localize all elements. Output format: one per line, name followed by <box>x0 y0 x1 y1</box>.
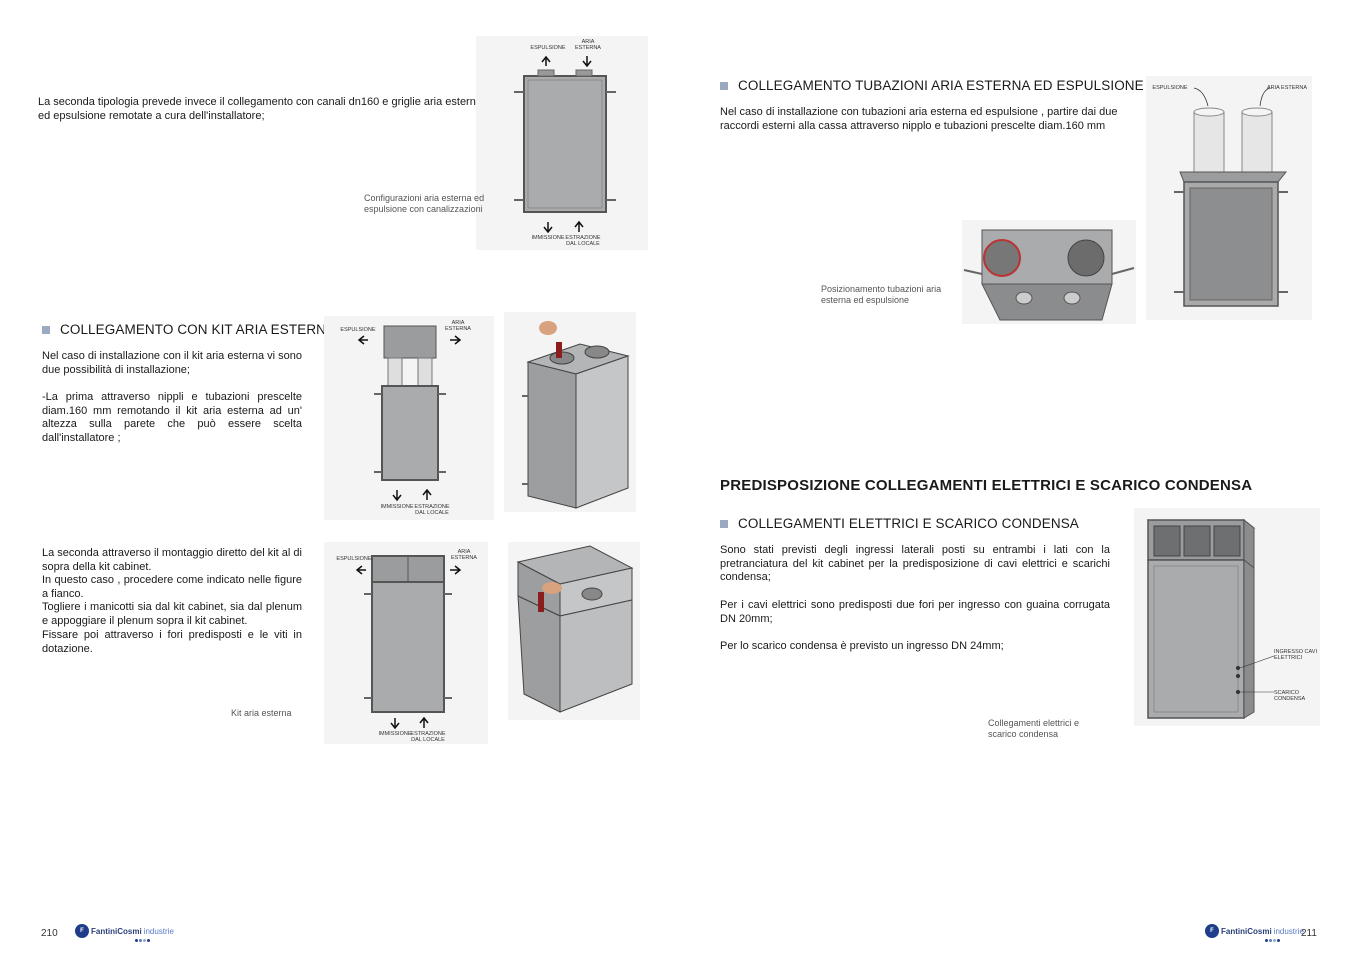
figure1-caption: Configurazioni aria esterna ed espulsion… <box>364 193 485 214</box>
figure-electrical-entries <box>1134 508 1320 726</box>
bullet-square-icon <box>42 325 50 334</box>
label-estrazione: ESTRAZIONE DAL LOCALE <box>410 731 446 743</box>
label-estrazione: ESTRAZIONE DAL LOCALE <box>565 235 601 247</box>
figure-tubes-cabinet <box>1146 76 1312 320</box>
elettrici-para-2: Per i cavi elettrici sono predisposti du… <box>720 599 1110 625</box>
tubazioni-caption: Posizionamento tubazioni aria esterna ed… <box>821 284 942 305</box>
elettrici-caption: Collegamenti elettrici e scarico condens… <box>988 718 1080 739</box>
label-estrazione: ESTRAZIONE DAL LOCALE <box>414 504 450 516</box>
label-espulsione: ESPULSIONE <box>336 556 372 562</box>
kit-para-3: La seconda attraverso il montaggio diret… <box>42 547 302 573</box>
logo-suffix: industrie <box>143 926 174 936</box>
brand-logo-right: F FantiniCosmi industrie <box>1205 924 1304 942</box>
figure-kit-3d-open <box>508 542 640 720</box>
label-espulsione: ESPULSIONE <box>340 327 376 333</box>
label-espulsione: ESPULSIONE <box>530 45 566 51</box>
kit-para-6: Fissare poi attraverso i fori predispost… <box>42 629 302 655</box>
logo-suffix: industrie <box>1273 926 1304 936</box>
logo-text: FantiniCosmi <box>1221 926 1272 936</box>
heading-text: COLLEGAMENTI ELETTRICI E SCARICO CONDENS… <box>738 516 1079 531</box>
section-heading-elettrici: COLLEGAMENTI ELETTRICI E SCARICO CONDENS… <box>720 516 1079 531</box>
cabinet-diagram-1 <box>514 55 616 234</box>
figure-kit-remote <box>324 316 494 520</box>
cabinet-diagram-3 <box>355 555 462 730</box>
kit-3d-drawing <box>516 545 634 713</box>
logo-mark-icon: F <box>1205 924 1219 938</box>
kit-para-5: Togliere i manicotti sia dal kit cabinet… <box>42 601 302 627</box>
label-aria-esterna: ARIA ESTERNA <box>451 549 477 561</box>
label-immissione: IMMISSIONE <box>380 504 414 510</box>
figure-kit-direct <box>324 542 488 744</box>
section-heading-kit: COLLEGAMENTO CON KIT ARIA ESTERNA <box>42 322 335 337</box>
elettrici-para-3: Per lo scarico condensa è previsto un in… <box>720 640 1004 652</box>
label-scarico-condensa: SCARICO CONDENSA <box>1274 690 1306 702</box>
logo-dots-icon <box>1265 939 1304 942</box>
cabinet-diagram-2 <box>357 325 462 502</box>
figure-cabinet-3d <box>504 312 636 512</box>
kit-para-1: Nel caso di installazione con il kit ari… <box>42 350 302 376</box>
label-immissione: IMMISSIONE <box>378 731 412 737</box>
label-aria-esterna: ARIA ESTERNA <box>575 39 601 51</box>
kit-para-4: In questo caso , procedere come indicato… <box>42 574 302 600</box>
page-number-left: 210 <box>41 928 58 939</box>
page-number-right: 211 <box>1301 928 1317 939</box>
kit-caption: Kit aria esterna <box>231 708 292 718</box>
figure-duct-configuration <box>476 36 648 250</box>
elettrici-para-1: Sono stati previsti degli ingressi later… <box>720 544 1110 584</box>
figure-fittings-top <box>962 220 1136 324</box>
logo-mark-icon: F <box>75 924 89 938</box>
fittings-top-drawing <box>963 229 1135 321</box>
heading-text: COLLEGAMENTO TUBAZIONI ARIA ESTERNA ED E… <box>738 78 1144 93</box>
intro-text: La seconda tipologia prevede invece il c… <box>38 96 482 122</box>
logo-text: FantiniCosmi <box>91 926 142 936</box>
label-espulsione: ESPULSIONE <box>1152 85 1188 91</box>
label-ingresso-cavi: INGRESSO CAVI ELETTRICI <box>1274 649 1317 661</box>
cabinet-3d-drawing <box>522 321 630 509</box>
section-heading-tubazioni: COLLEGAMENTO TUBAZIONI ARIA ESTERNA ED E… <box>720 78 1144 93</box>
brand-logo-left: F FantiniCosmi industrie <box>75 924 174 942</box>
heading-text: COLLEGAMENTO CON KIT ARIA ESTERNA <box>60 322 336 337</box>
label-aria-esterna: ARIA ESTERNA <box>445 320 471 332</box>
kit-para-2: -La prima attraverso nippli e tubazioni … <box>42 391 302 444</box>
bullet-square-icon <box>720 81 728 90</box>
label-aria-esterna: ARIA ESTERNA <box>1266 85 1308 91</box>
tubes-cabinet-drawing <box>1174 87 1288 307</box>
electrical-cabinet-drawing <box>1146 518 1275 719</box>
logo-dots-icon <box>135 939 174 942</box>
tubazioni-text: Nel caso di installazione con tubazioni … <box>720 106 1118 132</box>
bullet-square-icon <box>720 519 728 528</box>
label-immissione: IMMISSIONE <box>531 235 565 241</box>
main-heading: PREDISPOSIZIONE COLLEGAMENTI ELETTRICI E… <box>720 477 1253 494</box>
